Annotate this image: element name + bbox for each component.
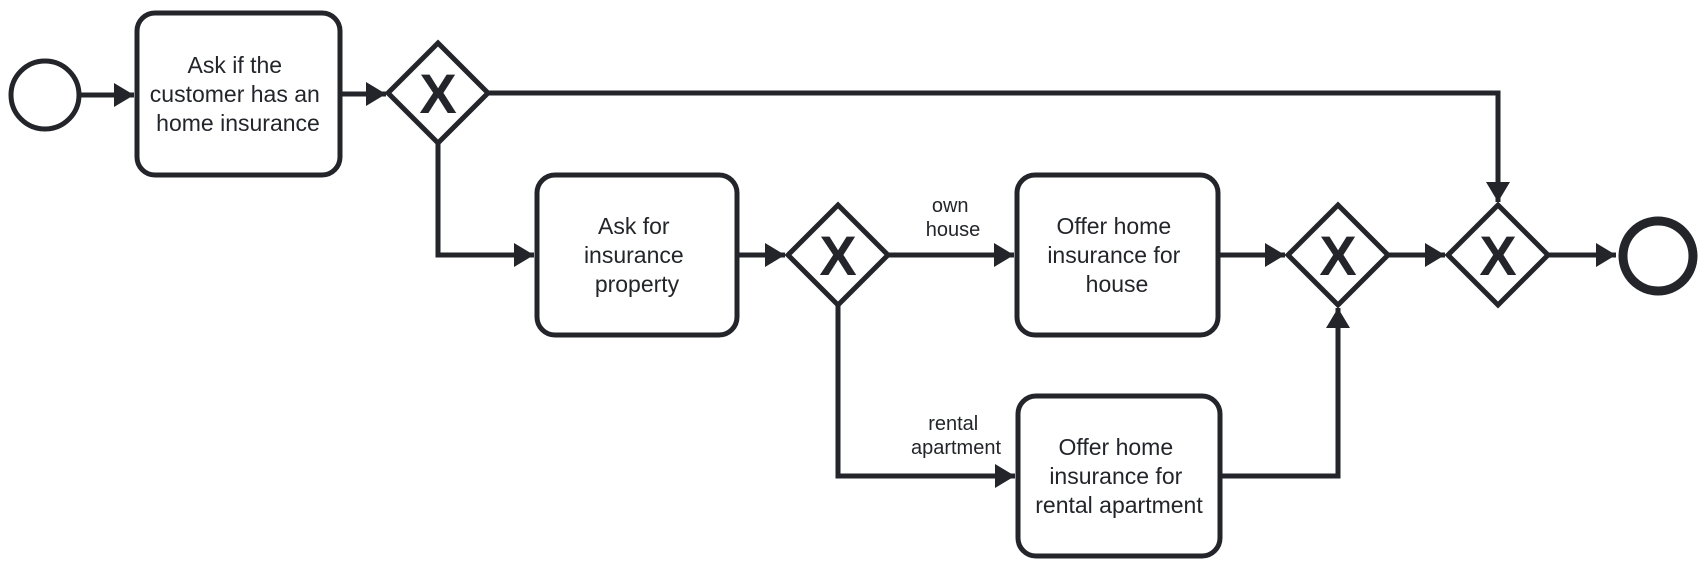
gateway-diamond <box>784 201 892 309</box>
task-label: Offer home insurance for house <box>1047 213 1186 297</box>
flow-label-own-house: own house <box>926 195 981 241</box>
task-box <box>134 10 343 178</box>
gateway-x-icon: X <box>819 224 856 287</box>
task-box <box>1014 172 1221 338</box>
gateway-x-icon: X <box>419 62 456 125</box>
task-label: Ask if the customer has an home insuranc… <box>150 52 326 136</box>
task-label: Offer home insurance for rental apartmen… <box>1035 434 1203 518</box>
xor-gateway-split-insurance-check: X <box>384 39 492 147</box>
xor-gateway-merge-property-offers: X <box>1284 201 1392 309</box>
task-box <box>1015 393 1223 559</box>
xor-gateway-split-property-type: X <box>784 201 892 309</box>
flow-offer-rental-to-merge-property-gateway <box>1220 308 1350 479</box>
task-ask-for-insurance-property: Ask for insurance property <box>534 172 740 338</box>
gateway-diamond <box>1444 201 1552 309</box>
start-event <box>8 58 82 132</box>
xor-gateway-merge-insurance-check: X <box>1444 201 1552 309</box>
gateway-diamond <box>1284 201 1392 309</box>
task-box <box>534 172 740 338</box>
flow-property-gateway-to-offer-rental <box>835 305 1015 488</box>
task-offer-home-insurance-for-house: Offer home insurance for house <box>1014 172 1221 338</box>
gateway-diamond <box>384 39 492 147</box>
end-event <box>1618 216 1698 296</box>
task-label: Ask for insurance property <box>584 213 690 297</box>
flow-split-gateway-to-merge-gateway-top-route <box>488 90 1510 202</box>
flow-split-gateway-to-ask-property <box>435 143 534 267</box>
gateway-x-icon: X <box>1479 224 1516 287</box>
flow-label-rental-apartment: rental apartment <box>911 413 1001 459</box>
gateway-x-icon: X <box>1319 224 1356 287</box>
task-offer-home-insurance-for-rental-apartment: Offer home insurance for rental apartmen… <box>1015 393 1223 559</box>
task-ask-if-customer-has-home-insurance: Ask if the customer has an home insuranc… <box>134 10 343 178</box>
